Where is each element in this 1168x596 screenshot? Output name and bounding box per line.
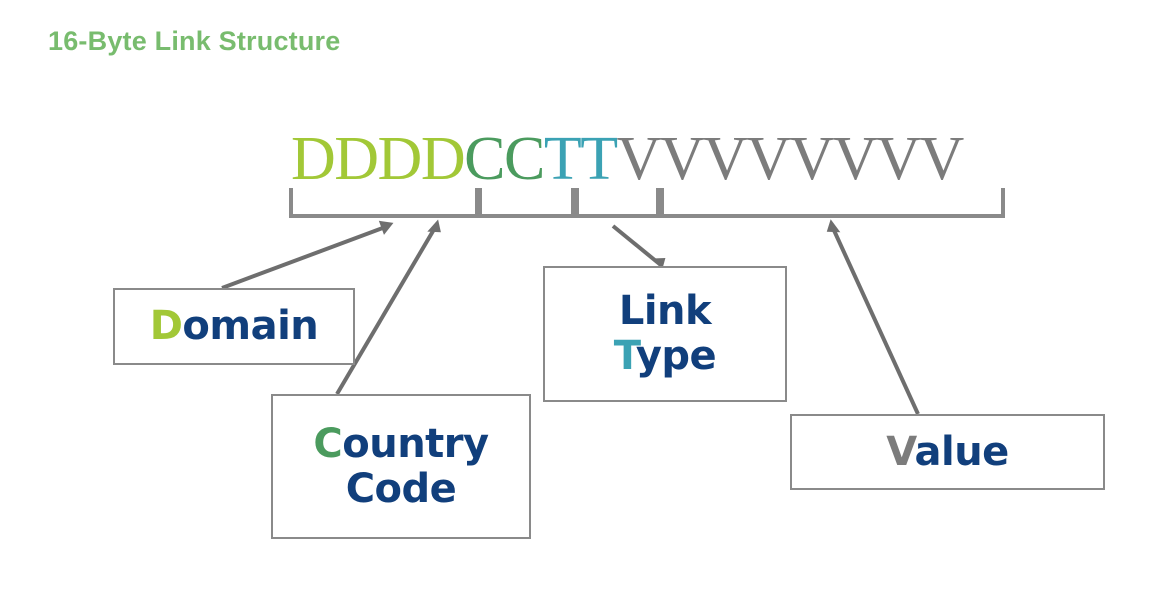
callout-country-accent: C bbox=[313, 420, 343, 467]
byte-segment-value: VVVVVVVV bbox=[616, 125, 965, 193]
byte-letter-strip: DDDDCCTTVVVVVVVV bbox=[291, 126, 1006, 192]
callout-domain[interactable]: Domain bbox=[113, 288, 355, 365]
callout-linktype-line2: Type bbox=[613, 333, 717, 379]
callout-domain-text: Domain bbox=[150, 304, 319, 349]
callout-country-code[interactable]: Country Code bbox=[271, 394, 531, 539]
callout-country-line2: Code bbox=[345, 465, 457, 512]
callout-country-line1: Country bbox=[313, 420, 489, 467]
byte-segment-type: TT bbox=[543, 125, 618, 193]
domain-bracket bbox=[289, 188, 479, 218]
callout-value-accent: V bbox=[886, 428, 915, 475]
callout-linktype-accent: T bbox=[613, 333, 637, 379]
domain-connector-line bbox=[221, 224, 389, 290]
callout-domain-rest: omain bbox=[182, 303, 319, 350]
value-bracket bbox=[660, 188, 1005, 218]
callout-value[interactable]: Value bbox=[790, 414, 1105, 490]
callout-linktype-line1: Link bbox=[618, 288, 712, 335]
callout-value-rest: alue bbox=[914, 428, 1009, 475]
byte-segment-country: CC bbox=[464, 125, 545, 193]
callout-link-type[interactable]: Link Type bbox=[543, 266, 787, 402]
type-connector-line bbox=[611, 224, 664, 268]
callout-value-text: Value bbox=[886, 428, 1009, 475]
country-bracket bbox=[478, 188, 575, 218]
domain-arrowhead bbox=[378, 220, 394, 235]
callout-country-rest: ountry bbox=[342, 420, 489, 467]
byte-segment-domain: DDDD bbox=[291, 125, 466, 193]
country-arrowhead bbox=[427, 219, 441, 233]
value-arrowhead bbox=[826, 219, 841, 233]
page-title: 16-Byte Link Structure bbox=[48, 26, 341, 56]
type-bracket bbox=[575, 188, 660, 218]
callout-domain-accent: D bbox=[149, 303, 183, 350]
value-connector-line bbox=[830, 225, 920, 415]
callout-linktype-rest: ype bbox=[635, 333, 717, 379]
